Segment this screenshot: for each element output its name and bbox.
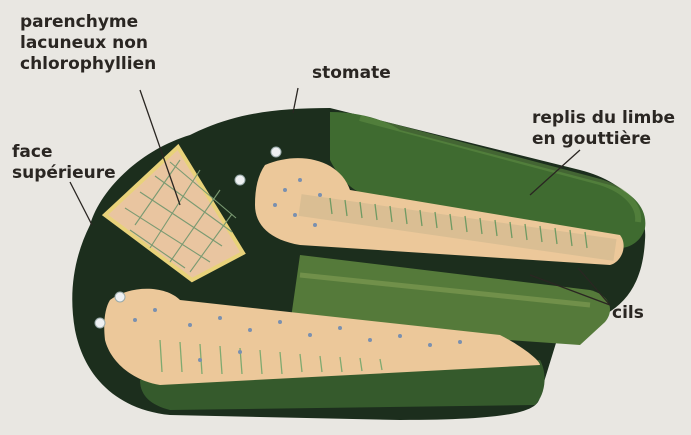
label-cils: cils <box>612 303 644 324</box>
label-replis: replis du limbe en gouttière <box>532 108 675 150</box>
label-stomate: stomate <box>312 63 391 84</box>
label-face-superieure: face supérieure <box>12 142 116 184</box>
label-parenchyme: parenchyme lacuneux non chlorophyllien <box>20 12 156 75</box>
